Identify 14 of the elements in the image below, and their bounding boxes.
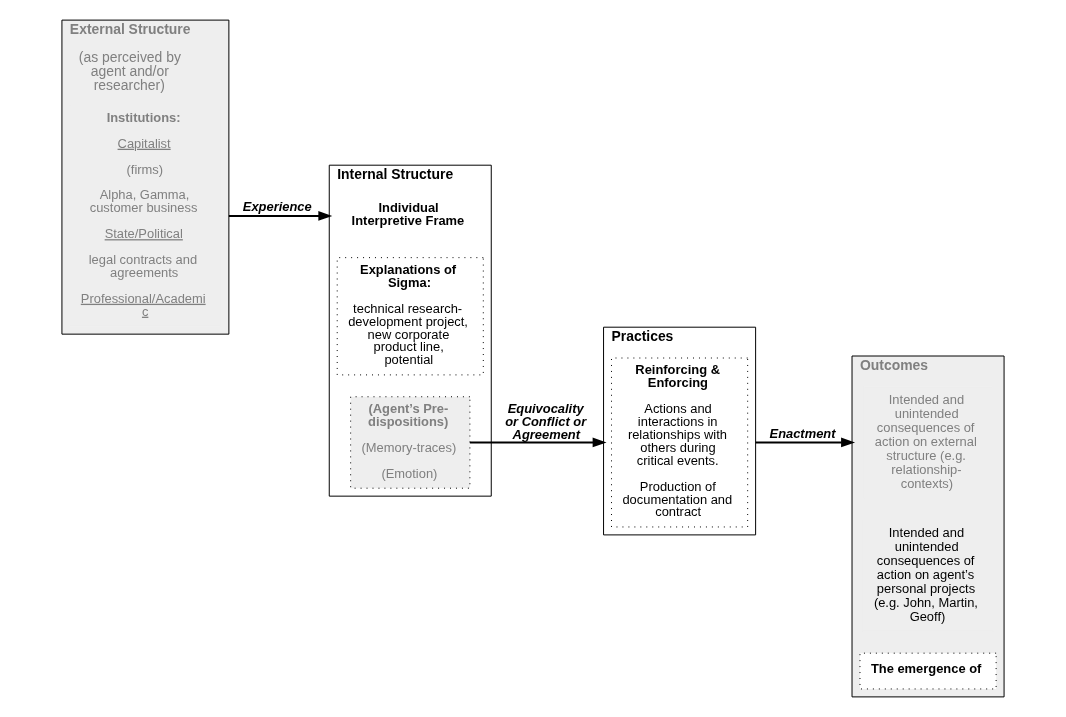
node-text: Individual Interpretive Frame [351, 200, 465, 229]
node-box: The emergence of [859, 652, 997, 690]
edge-label: Experience [242, 199, 312, 215]
node-box: Reinforcing & Enforcing Actions and interactions in relationships with others during critical events. Production of documentation and contract [611, 357, 749, 528]
node-text: Intended and unintended consequences of action on agent’s personal projects (e.g. John, Martin, Geoff) [873, 525, 978, 624]
node-text: Intended and unintended consequences of action on external structure (e.g. relationship-contexts) [874, 392, 977, 491]
arrow [468, 437, 607, 448]
node-box: (Agent’s Pre-dispositions) (Memory-traces) (Emotion) [350, 396, 471, 489]
edge-label: Equivocality or Conflict or Agreement [505, 401, 587, 442]
arrow [227, 211, 333, 221]
arrow [754, 437, 856, 448]
node-text: Institutions: Capitalist (firms) Alpha, Gamma, customer business State/Political legal contracts and agreements Professional/Academic [80, 109, 206, 319]
edge-label: Enactment [769, 425, 836, 441]
node-box: Explanations of Sigma: technical research-development project, new corporate product line, potential [336, 257, 484, 376]
